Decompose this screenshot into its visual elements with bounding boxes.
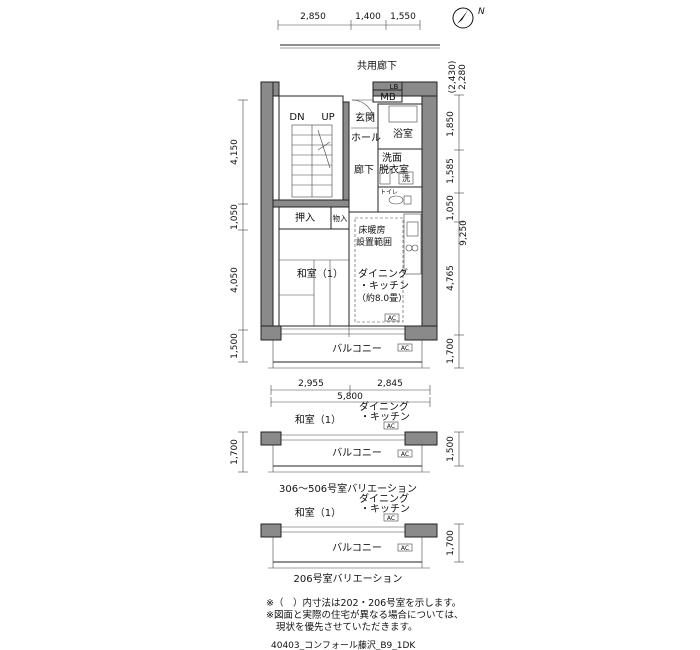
var1-dining-label-2: ・キッチン	[360, 411, 410, 423]
hall-label: ホール	[351, 132, 381, 144]
dining-kitchen: 床暖房 設置範囲 ダイニング ・キッチン （約8.0畳） AC	[348, 211, 423, 327]
bottom-dimensions: 2,955 2,845 5,800	[270, 379, 431, 407]
main-balcony-label: バルコニー	[332, 343, 382, 355]
left-dim-1050: 1,050	[230, 204, 240, 230]
oshiire-label: 押入	[295, 211, 315, 224]
stair-up-label: UP	[321, 112, 334, 123]
var1-ac-upper-label: AC	[387, 423, 395, 430]
toilet-label: トイレ	[380, 189, 398, 196]
var2-balcony-label: バルコニー	[332, 542, 382, 554]
var2-right-dim: 1,700	[446, 530, 456, 556]
compass-north-label: N	[478, 7, 485, 17]
right-dim-1585: 1,585	[446, 158, 456, 184]
right-dim-9250: 9,250	[459, 220, 469, 246]
common-corridor: 共用廊下	[280, 44, 440, 72]
top-dim-1: 2,850	[300, 12, 326, 22]
ac-label-main-balcony: AC	[401, 345, 409, 352]
footer-id: 40403_コンフォール藤沢_B9_1DK	[271, 639, 416, 650]
compass: N	[452, 7, 485, 29]
dining-label-1: ダイニング	[358, 267, 408, 280]
walls	[260, 81, 438, 341]
left-dim-4050: 4,050	[230, 267, 240, 293]
var1-ac-balcony-label: AC	[401, 451, 409, 458]
var1-dining-label-1: ダイニング	[359, 400, 409, 413]
note-line-2: ※図面と実際の住宅が異なる場合については、	[266, 609, 464, 621]
top-dim-2: 1,400	[355, 12, 381, 22]
mb-label: MB	[380, 92, 396, 103]
main-balcony: バルコニー AC	[268, 326, 430, 369]
floor-heat-label-1: 床暖房	[358, 224, 385, 236]
storage-area: 押入 物入	[278, 206, 350, 230]
var1-balcony-label: バルコニー	[332, 447, 382, 459]
left-dim-1500: 1,500	[230, 333, 240, 359]
right-dim-1850: 1,850	[446, 111, 456, 137]
right-dim-4765: 4,765	[446, 265, 456, 291]
var1-left-dim: 1,700	[230, 439, 240, 465]
bath-label: 浴室	[393, 127, 413, 140]
washitsu-label: 和室（1）	[297, 267, 343, 280]
stairwell: DN UP	[278, 95, 344, 201]
washroom-label-2: 脱衣室	[379, 163, 409, 176]
top-dim-3: 1,550	[390, 12, 416, 22]
top-dimensions: 2,850 1,400 1,550	[277, 12, 421, 30]
var1-caption: 306～506号室バリエーション	[279, 482, 417, 495]
bottom-dim-2845: 2,845	[377, 379, 403, 389]
right-dimensions: (2,430) 2,280 1,850 1,585 1,050 9,250 4,…	[446, 61, 469, 369]
entrance-label: 玄関	[355, 111, 375, 124]
variation-206: 和室（1） ダイニング ・キッチン AC バルコニー AC 1,700 206号…	[260, 492, 464, 585]
left-dim-4150: 4,150	[230, 139, 240, 165]
note-line-3: 現状を優先させていただきます。	[276, 621, 418, 633]
entrance-area: LB MB 玄関 ホール 廊下	[351, 81, 403, 176]
ac-label-main-upper: AC	[388, 315, 396, 322]
washroom-label-1: 洗面	[382, 152, 402, 164]
right-dim-2430: (2,430)	[448, 61, 458, 94]
bottom-dim-5800: 5,800	[337, 392, 363, 402]
notes: ※（ ）内寸法は202・206号室を示します。 ※図面と実際の住宅が異なる場合に…	[266, 597, 464, 633]
storage-label: 物入	[333, 213, 348, 223]
bottom-dim-2955: 2,955	[298, 379, 324, 389]
variation-306-506: 和室（1） ダイニング ・キッチン AC バルコニー AC 1,700 1,50…	[230, 400, 464, 495]
lb-label: LB	[390, 83, 399, 91]
right-dim-2280: 2,280	[458, 64, 468, 90]
washitsu-room: 和室（1）	[278, 228, 350, 327]
var2-ac-balcony-label: AC	[401, 545, 409, 552]
note-line-1: ※（ ）内寸法は202・206号室を示します。	[266, 597, 461, 609]
washer-label: 洗	[402, 173, 410, 183]
var2-washitsu-label: 和室（1）	[295, 506, 341, 519]
floor-heat-label-2: 設置範囲	[356, 236, 392, 248]
stair-down-label: DN	[289, 112, 304, 123]
var1-right-dim: 1,500	[446, 436, 456, 462]
var2-caption: 206号室バリエーション	[294, 572, 403, 585]
right-dim-1050: 1,050	[446, 195, 456, 221]
hallway-label: 廊下	[354, 163, 374, 176]
var2-ac-upper-label: AC	[387, 515, 395, 522]
common-corridor-label: 共用廊下	[357, 59, 397, 72]
left-dimensions: 4,150 1,050 4,050 1,500	[230, 99, 248, 363]
var1-washitsu-label: 和室（1）	[295, 413, 341, 426]
dining-label-2: ・キッチン	[359, 280, 409, 292]
var2-dining-label-2: ・キッチン	[360, 503, 410, 515]
dining-area-label: （約8.0畳）	[357, 292, 407, 304]
right-dim-1700: 1,700	[446, 338, 456, 364]
var2-dining-label-1: ダイニング	[359, 492, 409, 505]
wet-area: 浴室 洗面 脱衣室 洗 トイレ	[377, 103, 423, 213]
